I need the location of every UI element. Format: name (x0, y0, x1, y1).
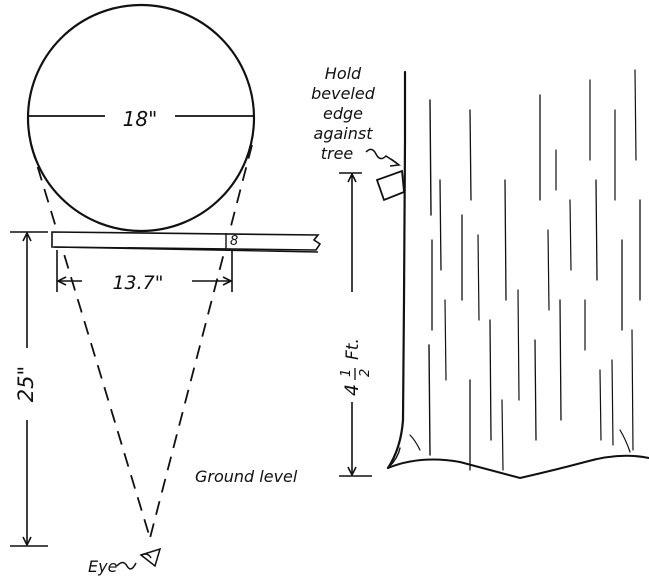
eye-distance-dimension (10, 231, 48, 547)
stick-body (51, 231, 322, 251)
log-cross-section (26, 3, 256, 233)
breast-height-label: 4 1 2 Ft. (339, 338, 373, 396)
hold-note-line-2: beveled (311, 84, 376, 103)
hold-note-line-5: tree (321, 144, 354, 163)
sight-line-left (30, 144, 151, 539)
hold-note-line-4: against (314, 124, 374, 143)
hold-note-line-3: edge (323, 104, 363, 123)
stick-edge (53, 246, 319, 253)
stick-width-label: 13.7" (112, 272, 163, 294)
breast-height-dimension (339, 172, 362, 477)
measuring-stick: 8 (51, 231, 322, 253)
eye-label: Eye (88, 557, 118, 576)
eye-icon (116, 547, 162, 570)
height-numerator: 1 (339, 369, 354, 377)
hold-note-line-1: Hold (325, 64, 362, 83)
height-denominator: 2 (358, 369, 373, 377)
beveled-stick-end (375, 169, 405, 202)
stick-width-dimension (56, 250, 233, 292)
stick-mark-label: 8 (230, 234, 238, 249)
eye-distance-label: 25" (14, 366, 38, 402)
ground-level-label: Ground level (195, 467, 298, 486)
tree-trunk (386, 69, 649, 480)
height-whole: 4 (341, 384, 363, 396)
diameter-label: 18" (123, 107, 158, 131)
height-unit: Ft. (343, 338, 363, 360)
log-circle-group: 18" (26, 3, 256, 233)
hold-note-arrow (365, 148, 401, 167)
